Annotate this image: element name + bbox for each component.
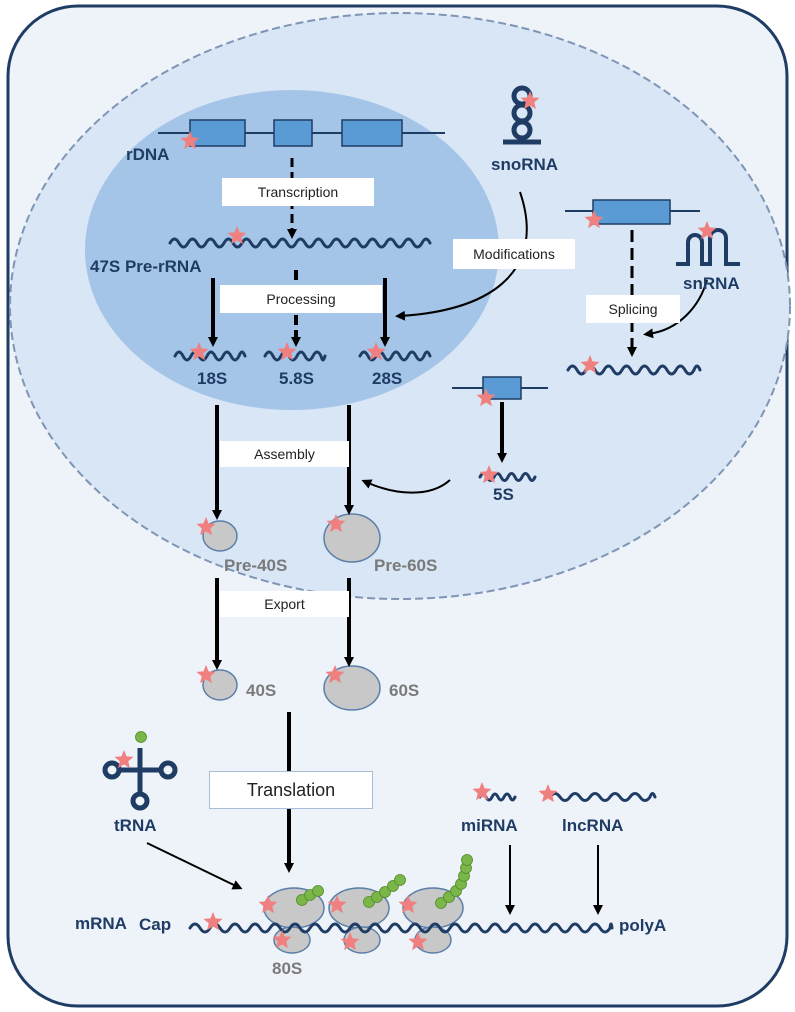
- transcription-step: Transcription: [222, 178, 374, 206]
- peptide-3-bead-6: [461, 854, 473, 866]
- lncrna-label: lncRNA: [562, 816, 624, 835]
- assembly-step: Assembly: [220, 441, 349, 467]
- modification-star-11: [196, 517, 216, 536]
- modification-star-24: [408, 932, 428, 951]
- peptide-3-bead-0: [435, 897, 447, 909]
- trna-label: tRNA: [114, 816, 157, 835]
- translation-step: Translation: [209, 771, 373, 809]
- modification-star-12: [326, 514, 346, 533]
- modification-star-3: [584, 210, 604, 229]
- modification-star-1: [520, 91, 540, 110]
- nucleolus: [85, 90, 499, 410]
- rdna-label: rDNA: [126, 145, 170, 164]
- peptide-1-bead-2: [312, 885, 324, 897]
- modification-star-21: [327, 895, 347, 914]
- modification-star-8: [580, 355, 600, 374]
- 5-8s-label: 5.8S: [279, 369, 314, 388]
- modification-star-18: [203, 912, 223, 931]
- peptide-2-bead-2: [379, 886, 391, 898]
- modification-star-13: [196, 665, 216, 684]
- modification-stars: [114, 91, 717, 951]
- trna-amino-acid-bead-0: [135, 731, 147, 743]
- modifications-step: Modifications: [453, 239, 575, 269]
- modification-star-10: [479, 465, 499, 484]
- 18s-strand: [173, 350, 247, 362]
- snorna-label: snoRNA: [491, 155, 559, 174]
- cap-label: Cap: [139, 915, 172, 934]
- 18s-label: 18S: [197, 369, 228, 388]
- modification-star-4: [697, 221, 717, 240]
- 5s-strand: [478, 472, 537, 482]
- 60s-label: 60S: [389, 681, 420, 700]
- rdna-gene: [158, 119, 445, 147]
- modification-star-5: [189, 342, 209, 361]
- 28s-strand: [358, 350, 432, 362]
- splicing-step: Splicing: [586, 295, 680, 323]
- export-step: Export: [220, 591, 349, 617]
- pre-40s-label: Pre-40S: [224, 556, 288, 575]
- mrna-label: mRNA: [75, 914, 127, 933]
- modification-star-6: [277, 342, 297, 361]
- modification-star-9: [476, 388, 496, 407]
- snrna-structure: [676, 228, 740, 266]
- peptide-2-bead-4: [394, 874, 406, 886]
- snorna-structure: [503, 85, 541, 145]
- lncrna-strand: [548, 792, 657, 802]
- 40s-label: 40S: [246, 681, 277, 700]
- pre-rrna-label: 47S Pre-rRNA: [90, 257, 202, 276]
- modification-star-20: [272, 930, 292, 949]
- trna-structure: [102, 748, 178, 811]
- modification-star-15: [114, 750, 134, 769]
- 28s-label: 28S: [372, 369, 403, 388]
- modification-star-2: [227, 226, 247, 245]
- 5-8s-strand: [263, 350, 327, 362]
- modification-star-7: [366, 342, 386, 361]
- pre-60s-label: Pre-60S: [374, 556, 438, 575]
- modification-star-19: [258, 895, 278, 914]
- mirna-label: miRNA: [461, 816, 518, 835]
- processing-step: Processing: [220, 285, 382, 313]
- modification-star-0: [180, 131, 200, 150]
- 80s-label: 80S: [272, 959, 303, 978]
- polya-label: polyA: [619, 916, 667, 935]
- modification-star-14: [325, 665, 345, 684]
- amino-acid-chains: [135, 731, 473, 909]
- modification-star-23: [398, 895, 418, 914]
- mrna-strand: [188, 922, 614, 934]
- mrna-gene: [565, 199, 700, 225]
- 5s-gene: [452, 376, 548, 400]
- pre-rrna-strand: [168, 237, 432, 249]
- modification-star-22: [340, 932, 360, 951]
- snrna-label: snRNA: [683, 274, 740, 293]
- modification-star-16: [472, 782, 492, 801]
- modification-star-17: [538, 784, 558, 803]
- 5s-label: 5S: [493, 485, 514, 504]
